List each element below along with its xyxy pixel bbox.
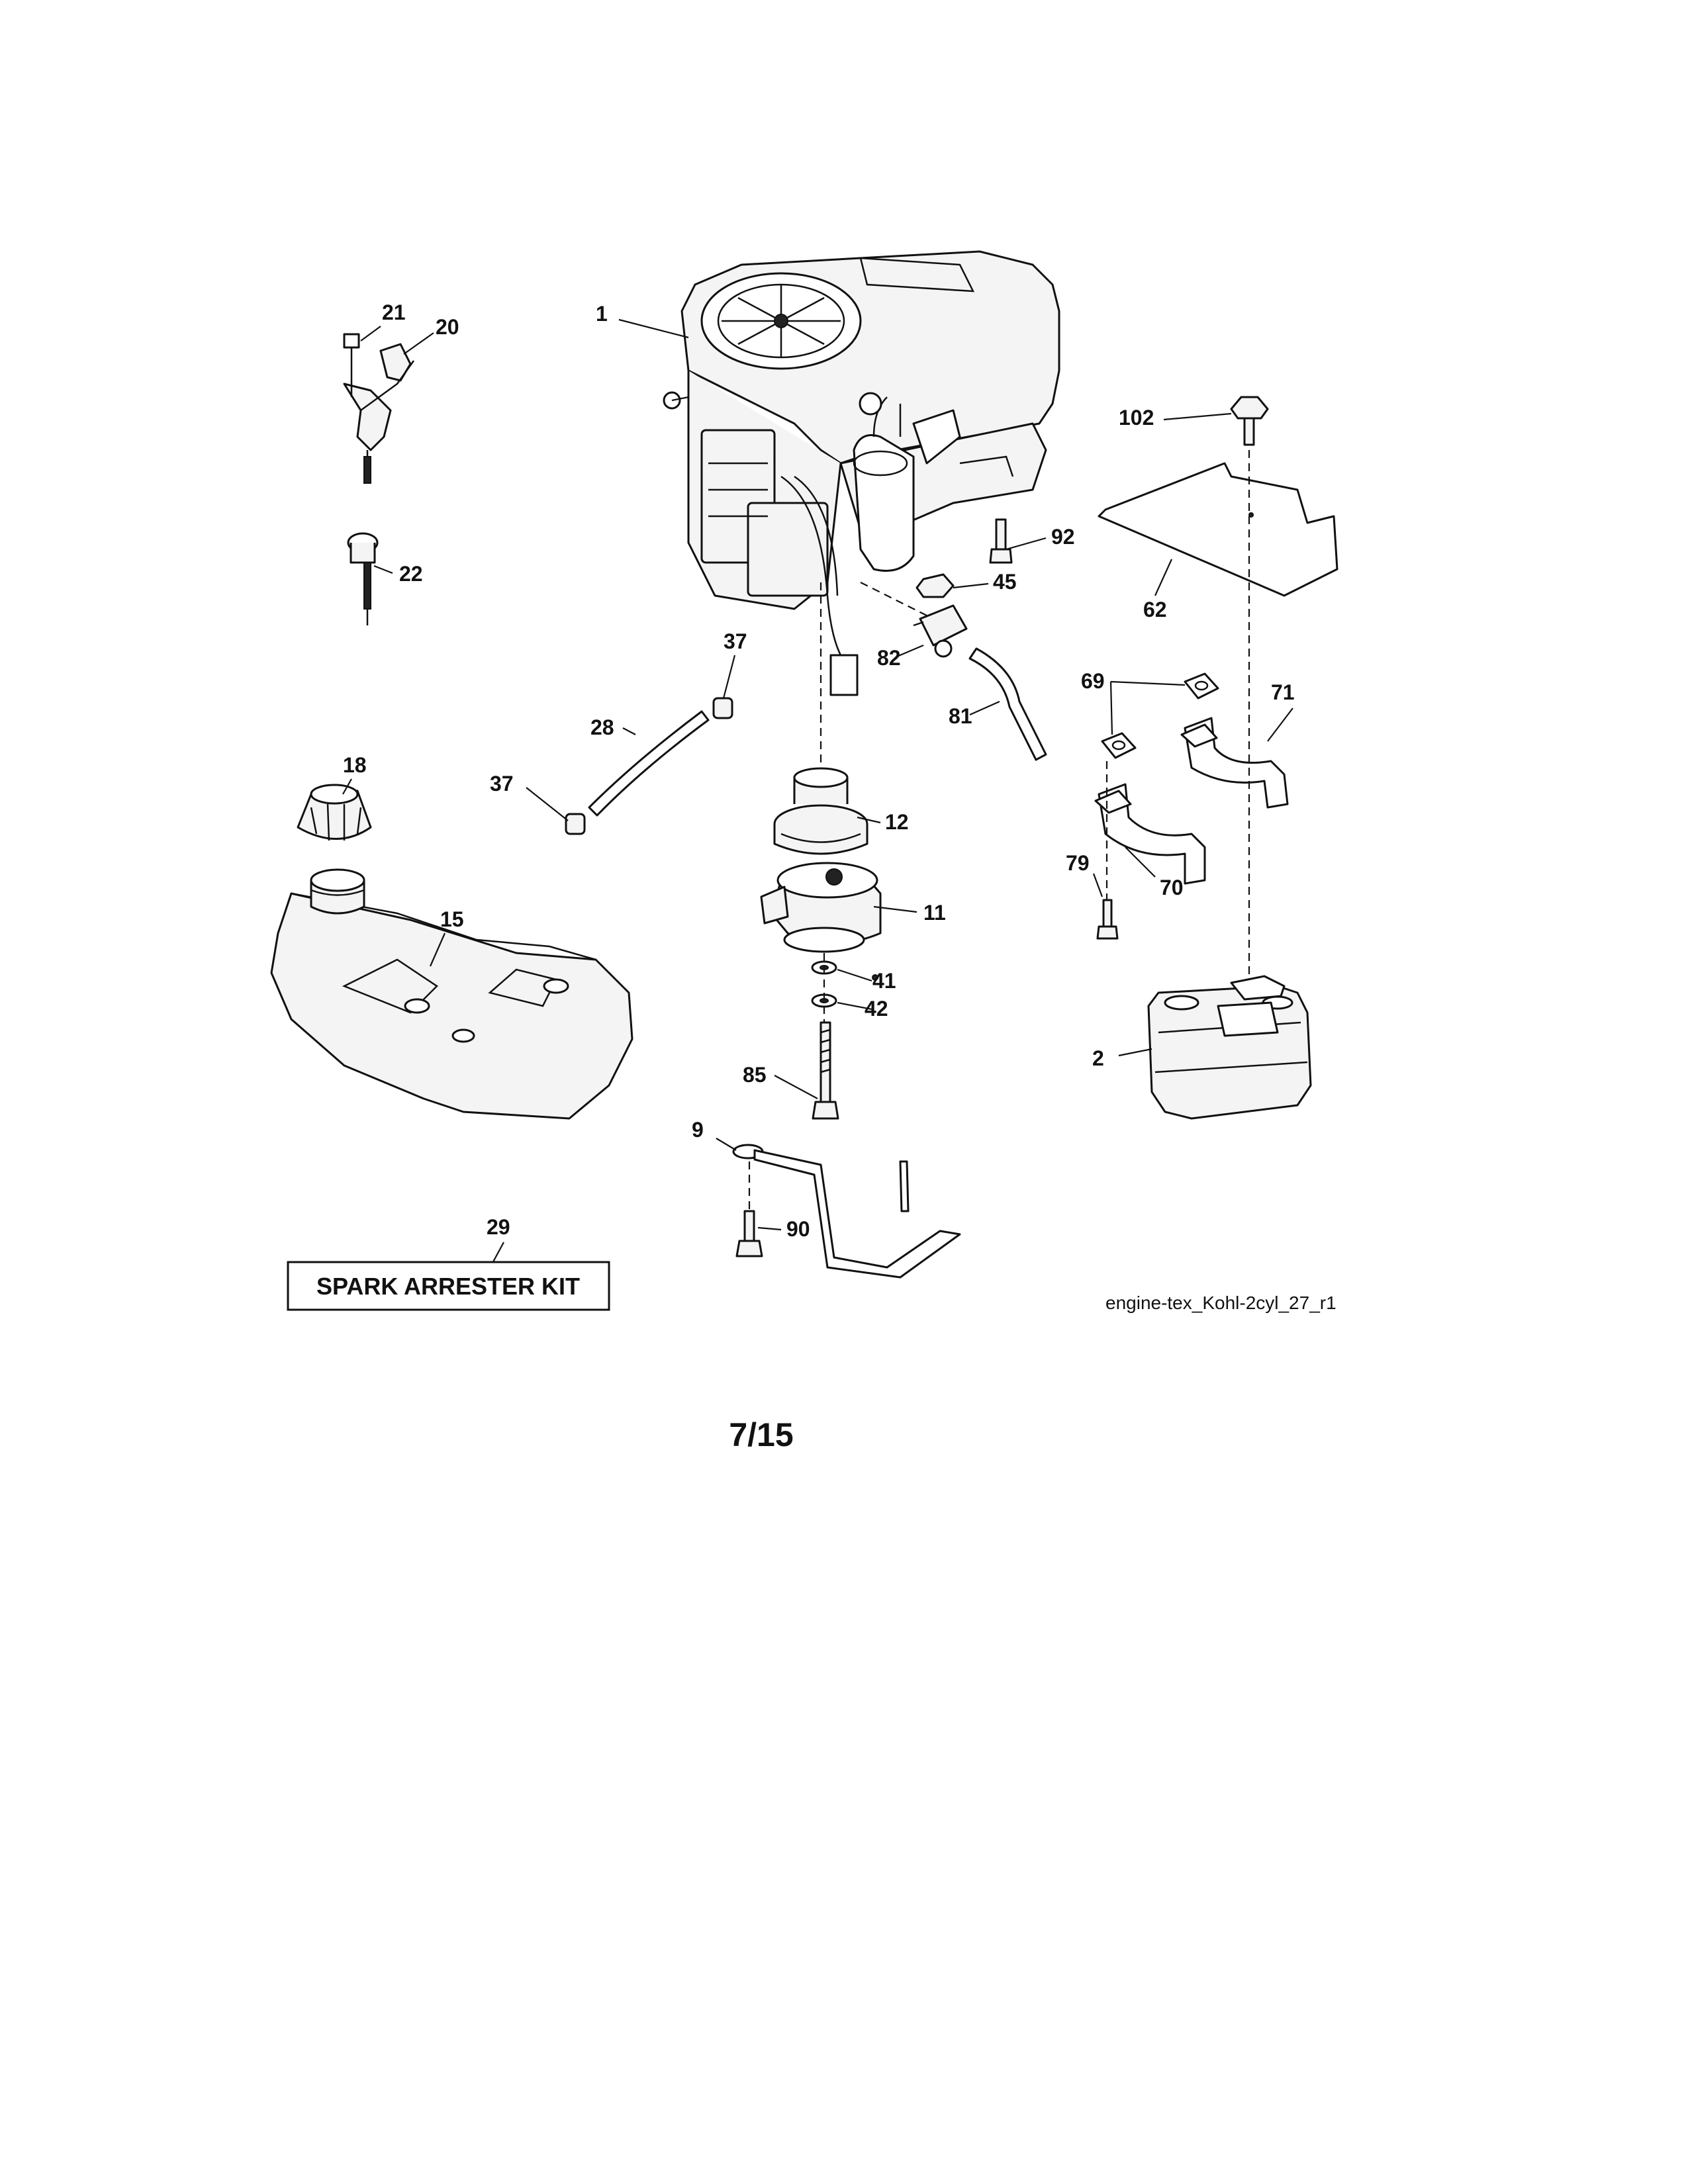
callout-81: 81 bbox=[949, 704, 972, 728]
callout-85: 85 bbox=[743, 1063, 767, 1087]
dipstick bbox=[347, 532, 379, 625]
callout-20: 20 bbox=[436, 315, 459, 339]
callout-11: 11 bbox=[923, 901, 946, 925]
muffler bbox=[1147, 975, 1312, 1120]
callout-1: 1 bbox=[596, 302, 608, 326]
callout-71: 71 bbox=[1271, 680, 1295, 704]
callout-70: 70 bbox=[1160, 876, 1184, 899]
fuel-shutoff-solenoid bbox=[913, 604, 968, 658]
throttle-control-bracket bbox=[343, 333, 415, 484]
diagram-code: engine-tex_Kohl-2cyl_27_r1 bbox=[1105, 1293, 1336, 1313]
heat-shield bbox=[1098, 462, 1338, 597]
rod-bolt bbox=[735, 1210, 763, 1257]
callout-28: 28 bbox=[590, 715, 614, 739]
callout-45: 45 bbox=[993, 570, 1017, 594]
callout-102: 102 bbox=[1119, 406, 1154, 430]
callout-42: 42 bbox=[865, 997, 888, 1021]
fuel-tank bbox=[270, 868, 633, 1120]
callout-12: 12 bbox=[885, 810, 909, 834]
callout-29: 29 bbox=[487, 1215, 510, 1239]
spark-arrester-kit-box: SPARK ARRESTER KIT bbox=[287, 1261, 610, 1311]
exhaust-gaskets bbox=[1101, 672, 1219, 759]
pto-clutch bbox=[760, 862, 882, 953]
callout-82: 82 bbox=[877, 646, 901, 670]
fuel-cap bbox=[297, 784, 372, 841]
callout-labels: 1 2 9 11 12 15 18 20 21 22 28 29 37 37 4… bbox=[343, 300, 1295, 1241]
pto-bolt bbox=[812, 1021, 839, 1120]
callout-21: 21 bbox=[382, 300, 406, 324]
fuel-hose bbox=[565, 697, 733, 835]
callout-69: 69 bbox=[1081, 669, 1105, 693]
muffler-support-rod bbox=[732, 1144, 961, 1279]
spark-arrester-kit-label: SPARK ARRESTER KIT bbox=[316, 1273, 580, 1300]
callout-9: 9 bbox=[692, 1118, 704, 1142]
engine-assembly bbox=[663, 250, 1060, 696]
callout-15: 15 bbox=[440, 907, 464, 931]
callout-79: 79 bbox=[1066, 851, 1090, 875]
callout-18: 18 bbox=[343, 753, 367, 777]
shield-bolt bbox=[1230, 396, 1269, 446]
breather-hose bbox=[968, 647, 1047, 761]
alignment-lines bbox=[748, 450, 1250, 1211]
nut-and-bolt bbox=[915, 518, 1013, 598]
callout-90: 90 bbox=[786, 1217, 810, 1241]
callout-22: 22 bbox=[399, 562, 423, 586]
page-number: 7/15 bbox=[729, 1416, 793, 1453]
callout-37-upper: 37 bbox=[724, 629, 747, 653]
exhaust-pipe-71 bbox=[1180, 717, 1289, 809]
callout-37-lower: 37 bbox=[490, 772, 514, 796]
exhaust-pipe-70 bbox=[1094, 783, 1206, 885]
callout-62: 62 bbox=[1143, 598, 1167, 621]
exhaust-bolt bbox=[1096, 899, 1119, 940]
callout-2: 2 bbox=[1092, 1046, 1104, 1070]
callout-41: 41 bbox=[872, 969, 896, 993]
engine-pulley bbox=[773, 767, 868, 855]
callout-92: 92 bbox=[1051, 525, 1075, 549]
